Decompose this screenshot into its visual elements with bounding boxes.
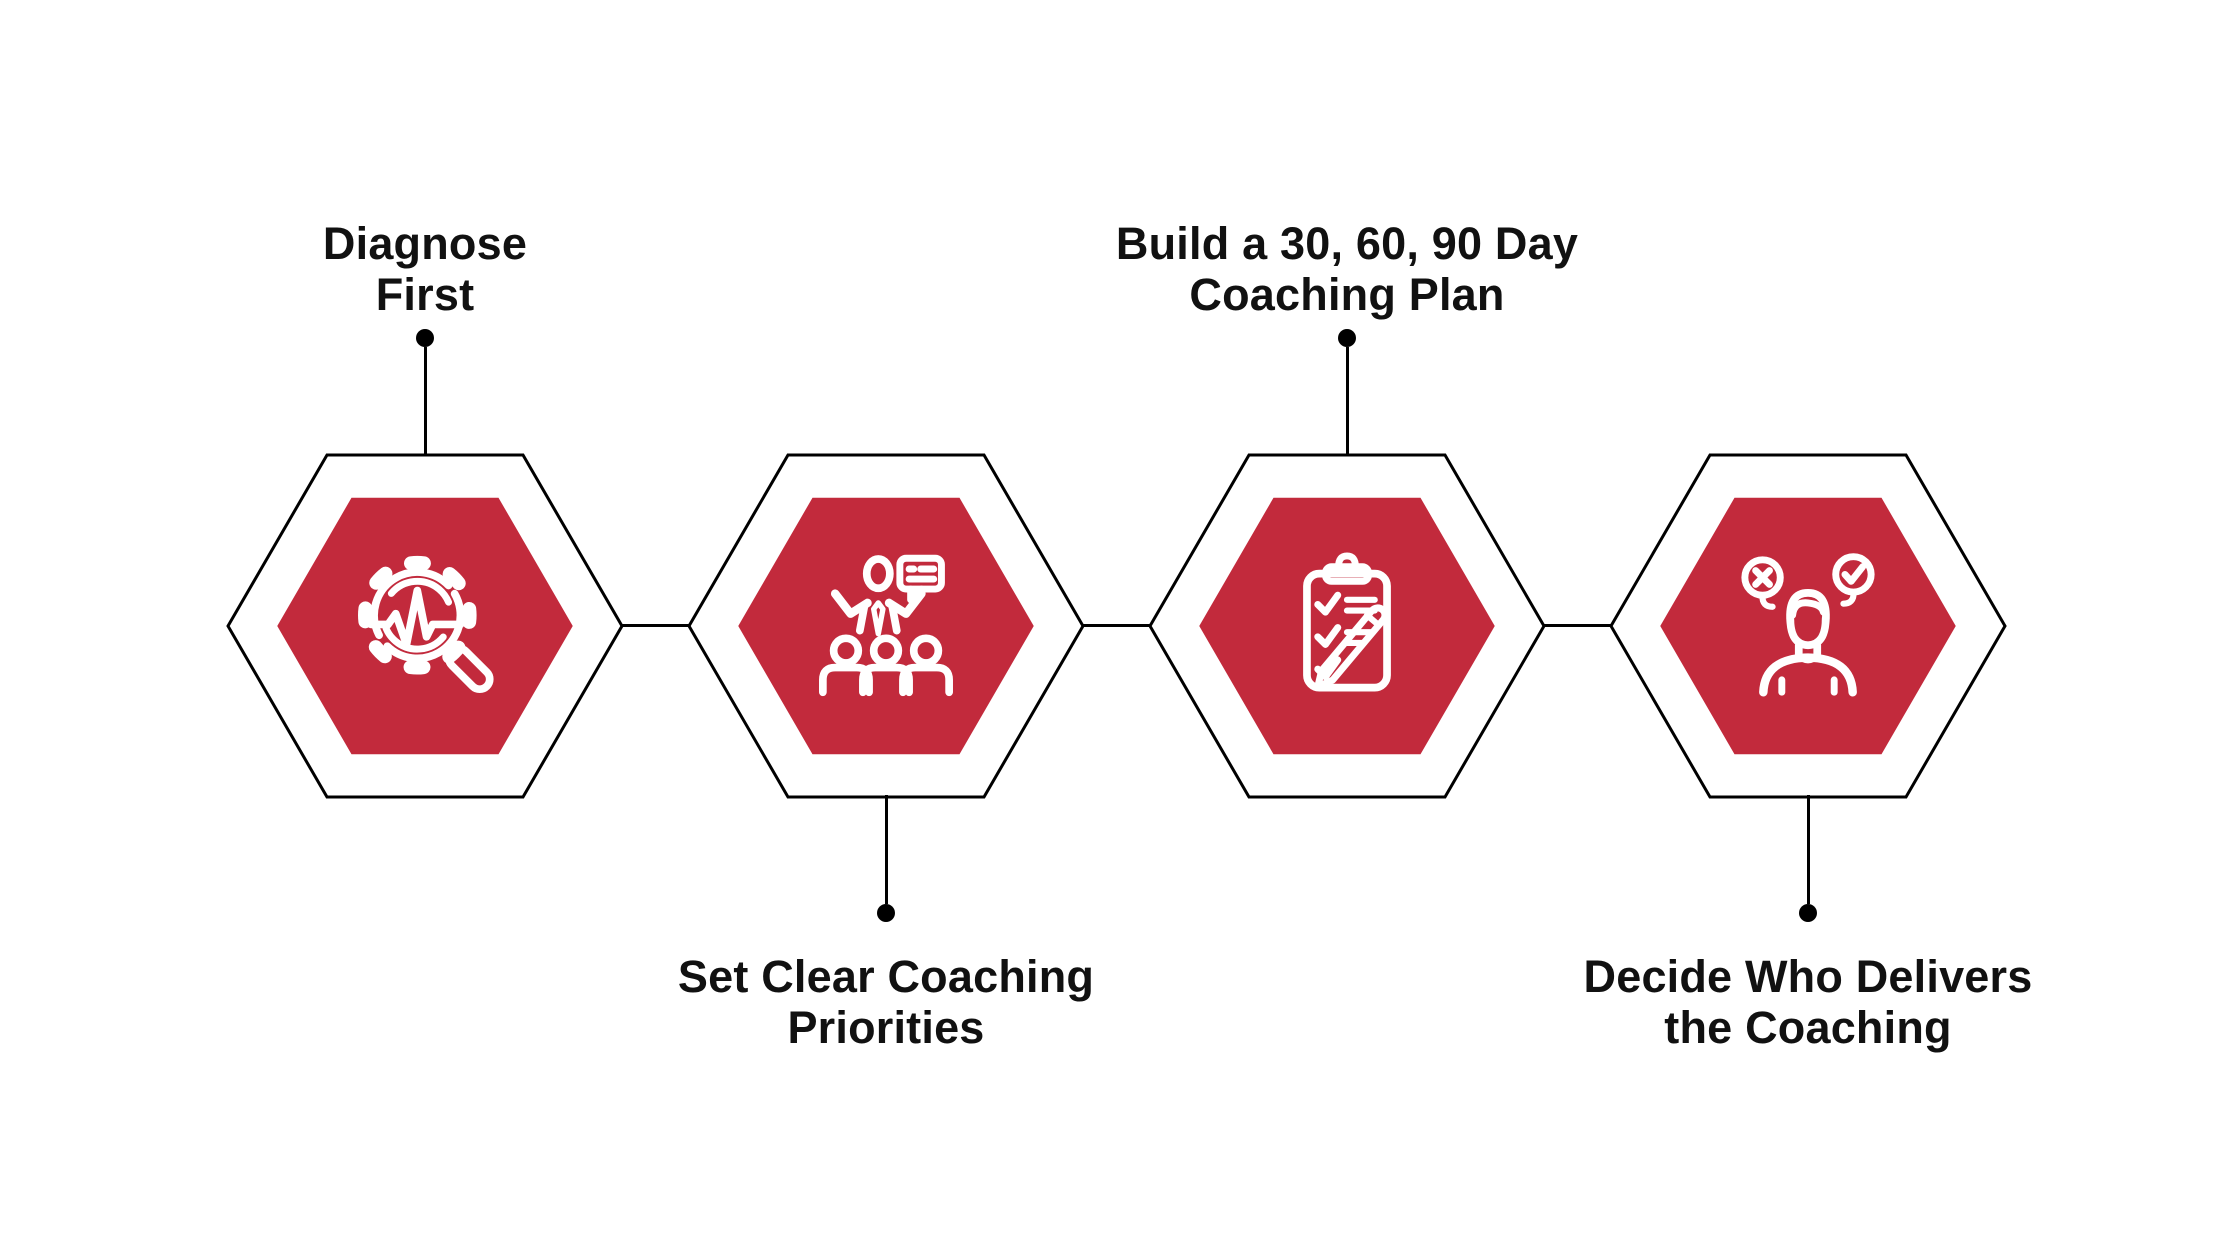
presenter-audience-icon [819,554,953,697]
connector-line [1806,795,1810,904]
hexagon-step-2 [687,453,1085,799]
connector-dot [1799,904,1817,922]
connector-dot [1338,329,1356,347]
hex-connector-2-3 [1081,624,1152,627]
connector-line [423,347,427,456]
hexagon-step-4 [1609,453,2007,799]
connector-dot [416,329,434,347]
clipboard-checklist-pen-icon [1303,552,1391,692]
diagnose-magnifier-gear-pulse-icon [358,555,494,694]
hexagon-fill [1660,497,1956,755]
hexagon-fill [1199,497,1495,755]
hex-connector-3-4 [1542,624,1613,627]
step-4-label: Decide Who Delivers the Coaching [1583,951,2033,1053]
connector-line [1345,347,1349,456]
hexagon-fill [738,497,1034,755]
step-2-label: Set Clear Coaching Priorities [677,951,1095,1053]
hexagon-step-3 [1148,453,1546,799]
step-3-label: Build a 30, 60, 90 Day Coaching Plan [1115,218,1579,320]
connector-line [884,795,888,904]
person-decision-check-cross-icon [1741,553,1875,697]
hex-connector-1-2 [620,624,691,627]
connector-dot [877,904,895,922]
step-1-label: Diagnose First [322,218,528,320]
